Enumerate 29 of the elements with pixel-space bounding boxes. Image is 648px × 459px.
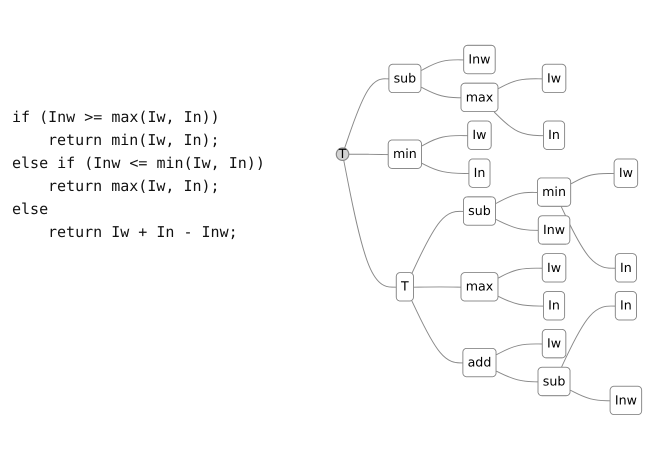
connector [570,389,611,401]
connector [411,210,464,274]
connector [498,267,544,278]
connector [411,300,464,363]
connector [496,342,544,355]
connector [348,153,390,155]
connector [495,191,538,204]
connector [498,295,544,306]
connector [421,162,470,174]
connector [420,86,462,98]
connector [560,206,616,268]
connector [560,305,616,368]
code-line: return min(Iw, In); [47,130,220,151]
connector [421,134,469,146]
code-line: else [12,199,48,220]
connector [495,218,540,230]
code-line: if (Inw >= max(Iw, In)) [12,107,220,128]
code-line: return Iw + In - Inw; [47,222,238,243]
code-line: else if (Inw <= min(Iw, In)) [12,153,265,174]
code-line: return max(Iw, In); [47,176,220,197]
connector [413,286,462,288]
connector [343,159,398,288]
connector [570,172,615,184]
node-circle: T [336,146,350,161]
connector [498,78,544,89]
connector [494,111,544,136]
connector [496,370,539,382]
connector [344,78,390,148]
connector [420,58,465,70]
